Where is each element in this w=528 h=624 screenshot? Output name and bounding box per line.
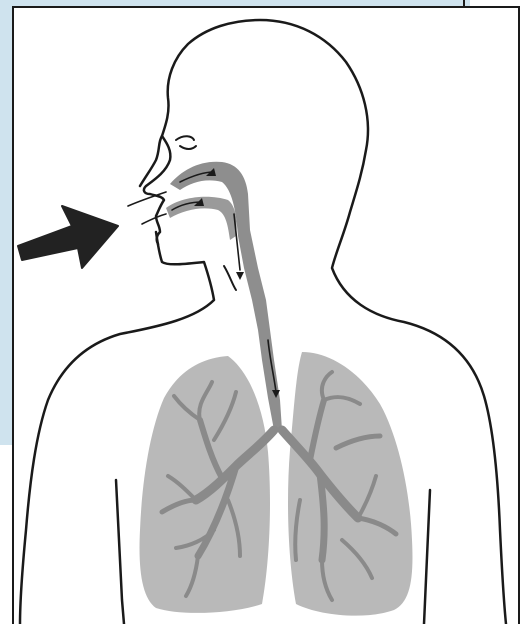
arm-line-left [116, 480, 124, 624]
throat-line [224, 266, 236, 290]
arm-line-right [424, 490, 430, 624]
right-lung [288, 352, 412, 616]
inhale-arrow-icon [18, 206, 118, 268]
eye-mark [176, 136, 196, 149]
